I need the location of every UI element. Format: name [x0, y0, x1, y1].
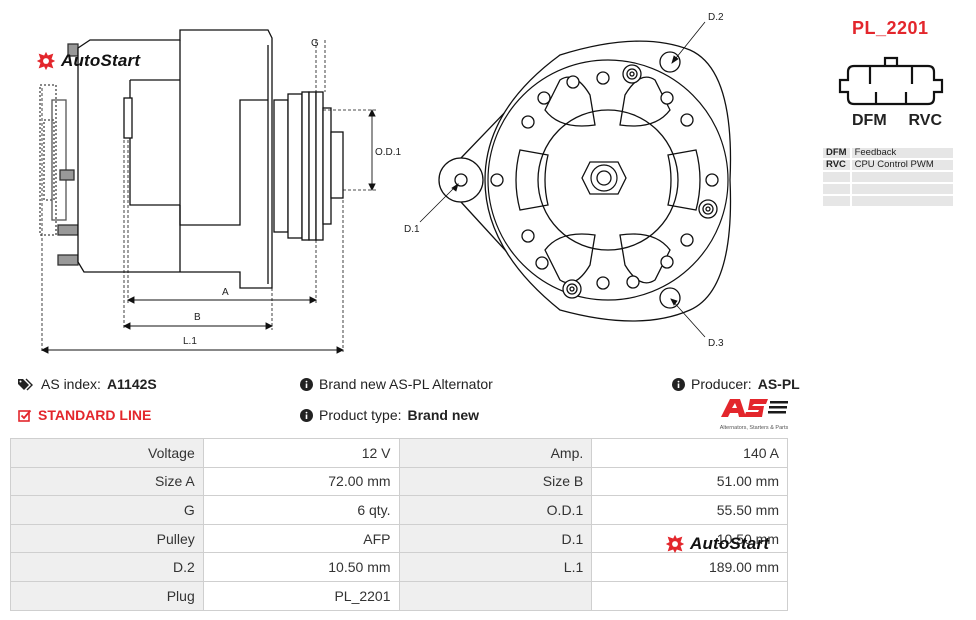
dim-label-od1: O.D.1: [375, 147, 402, 158]
spec-value: 12 V: [202, 438, 400, 468]
dim-label-d2: D.2: [708, 12, 724, 23]
pin-code: DFM: [823, 148, 852, 158]
autostart-logo: AutoStart: [35, 50, 140, 72]
table-row: Voltage 12 V Amp. 140 A: [10, 438, 788, 468]
producer: Producer: AS-PL: [672, 376, 800, 392]
spec-label: Pulley: [10, 523, 204, 554]
producer-value: AS-PL: [757, 376, 800, 392]
spec-value: 10.50 mm: [202, 552, 400, 582]
dim-label-l1: L.1: [183, 336, 197, 347]
alternator-drawing: [39, 21, 944, 354]
spec-label: D.2: [10, 552, 204, 582]
spec-label: O.D.1: [398, 495, 593, 525]
spec-label: Amp.: [398, 438, 593, 468]
spec-label: D.1: [398, 523, 593, 554]
product-type-label: Product type:: [319, 407, 402, 423]
pin-desc: [851, 196, 953, 206]
as-index-label: AS index:: [41, 376, 101, 392]
tags-icon: [18, 378, 33, 390]
spec-value: 55.50 mm: [591, 495, 788, 525]
producer-label: Producer:: [691, 376, 752, 392]
product-type-value: Brand new: [407, 407, 480, 423]
spec-table: Voltage 12 V Amp. 140 A Size A 72.00 mm …: [10, 438, 788, 611]
dim-label-b: B: [194, 312, 201, 323]
table-row: Plug PL_2201: [10, 580, 788, 611]
dim-label-a: A: [222, 287, 229, 298]
pin-desc: CPU Control PWM: [851, 160, 953, 170]
info-icon: [672, 377, 685, 391]
pin-code: [823, 196, 852, 206]
table-row: Pulley AFP D.1 10.50 mm: [10, 523, 788, 554]
standard-line: STANDARD LINE: [18, 407, 151, 423]
front-view: [419, 21, 732, 338]
dim-label-d1: D.1: [404, 224, 420, 235]
pin-row: [823, 184, 953, 194]
spec-value: 140 A: [591, 438, 788, 468]
as-index: AS index: A1142S: [18, 376, 157, 392]
spec-label: G: [10, 495, 204, 525]
spec-value: 189.00 mm: [591, 552, 788, 582]
as-pl-logo-mark: [721, 399, 788, 417]
pin-desc: Feedback: [851, 148, 953, 158]
product-type: Product type: Brand new: [300, 407, 479, 423]
pin-code: [823, 184, 852, 194]
plug-connector-diagram: [838, 56, 944, 106]
pin-row: [823, 172, 953, 182]
pin-code: RVC: [823, 160, 852, 170]
autostart-wordmark: AutoStart: [690, 534, 770, 553]
table-row: D.2 10.50 mm L.1 189.00 mm: [10, 552, 788, 582]
checkbox-icon: [18, 409, 32, 422]
spec-value: 6 qty.: [202, 495, 400, 525]
plug-pin-label: RVC: [908, 112, 943, 129]
spec-label: Size A: [10, 466, 204, 497]
spec-label: [398, 580, 593, 611]
standard-line-text: STANDARD LINE: [38, 407, 152, 423]
as-index-value: A1142S: [106, 376, 157, 392]
pin-row: [823, 196, 953, 206]
pin-desc: [851, 184, 953, 194]
plug-pin-labels: DFM RVC: [852, 112, 942, 130]
pin-desc: [851, 172, 953, 182]
spec-label: L.1: [398, 552, 593, 582]
info-icon: [300, 377, 313, 391]
spec-value: PL_2201: [202, 580, 400, 611]
spec-label: Voltage: [10, 438, 204, 468]
spec-value: 72.00 mm: [202, 466, 400, 497]
plug-code: PL_2201: [852, 18, 929, 38]
spec-value: [591, 580, 788, 611]
autostart-mark-icon: [36, 51, 56, 71]
info-icon: [300, 408, 313, 422]
autostart-mark-icon: [665, 534, 685, 554]
pin-code: [823, 172, 852, 182]
dim-label-g: G: [311, 38, 319, 49]
as-pl-tagline: Alternators, Starters & Parts: [719, 425, 789, 431]
spec-label: Size B: [398, 466, 593, 497]
table-row: Size A 72.00 mm Size B 51.00 mm: [10, 466, 788, 497]
side-view: [39, 29, 378, 354]
autostart-wordmark: AutoStart: [61, 51, 141, 70]
brand-new-alternator: Brand new AS-PL Alternator: [300, 376, 493, 392]
brand-new-text: Brand new AS-PL Alternator: [319, 376, 493, 392]
spec-value: 10.50 mm: [591, 523, 788, 554]
as-pl-logo: Alternators, Starters & Parts: [716, 397, 792, 431]
dim-label-d3: D.3: [708, 338, 724, 349]
table-row: G 6 qty. O.D.1 55.50 mm: [10, 495, 788, 525]
spec-label: Plug: [10, 580, 204, 611]
autostart-watermark-logo: AutoStart: [664, 533, 769, 555]
plug-pin-label: DFM: [852, 112, 887, 129]
spec-value: AFP: [202, 523, 400, 554]
spec-value: 51.00 mm: [591, 466, 788, 497]
